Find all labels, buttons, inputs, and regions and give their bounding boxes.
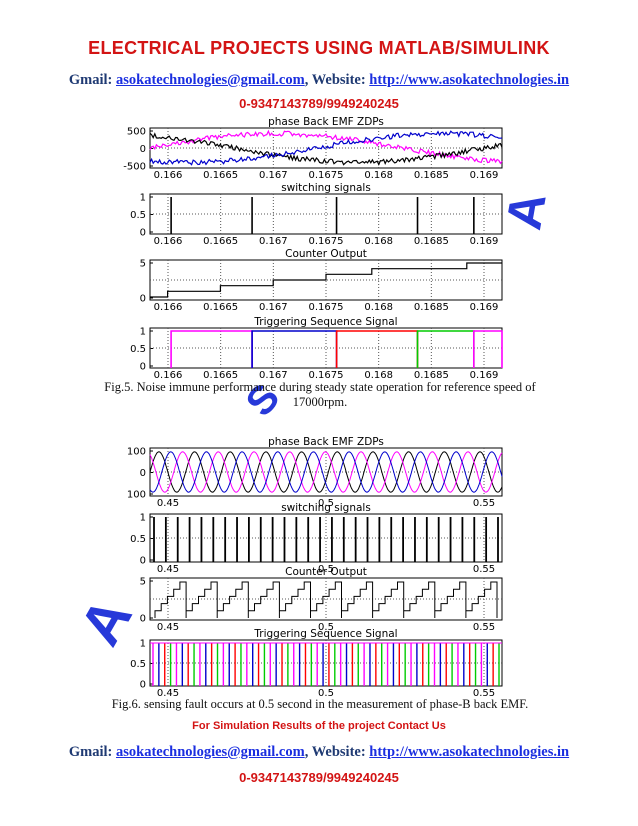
gmail-label: Gmail: [69,744,113,760]
panel-title: switching signals [281,502,371,514]
x-tick-label: 0.55 [473,498,495,509]
gmail-label: Gmail: [69,72,113,88]
x-tick-label: 0.167 [259,302,288,313]
x-tick-label: 0.45 [157,564,179,575]
x-tick-label: 0.169 [470,236,499,247]
figure6-plot: phase Back EMF ZDPs10001000.450.50.55swi… [100,430,520,698]
y-tick-label: -500 [123,162,146,173]
x-tick-label: 0.1665 [203,170,238,181]
x-tick-label: 0.168 [364,170,393,181]
header-contact: Gmail: asokatechnologies@gmail.com, Webs… [0,72,638,89]
website-link[interactable]: http://www.asokatechnologies.in [369,72,569,88]
y-tick-label: 0.5 [130,210,146,221]
x-tick-label: 0.168 [364,236,393,247]
y-tick-label: 0 [140,614,146,625]
website-link[interactable]: http://www.asokatechnologies.in [369,744,569,760]
y-tick-label: 100 [127,447,146,458]
y-tick-label: 0.5 [130,534,146,545]
figure5-caption: Fig.5. Noise immune performance during s… [90,380,550,410]
y-tick-label: 5 [140,259,146,270]
y-tick-label: 0 [140,556,146,567]
header-phone: 0-9347143789/9949240245 [0,96,638,111]
y-tick-label: 0 [140,228,146,239]
panel-title: phase Back EMF ZDPs [268,436,384,448]
x-tick-label: 0.55 [473,564,495,575]
figure5-plot: phase Back EMF ZDPs5000-5000.1660.16650.… [100,110,520,385]
x-tick-label: 0.169 [470,302,499,313]
x-tick-label: 0.45 [157,622,179,633]
y-tick-label: 100 [127,490,146,501]
y-tick-label: 500 [127,127,146,138]
y-tick-label: 0.5 [130,344,146,355]
contact-cta: For Simulation Results of the project Co… [0,720,638,732]
y-tick-label: 1 [140,193,146,204]
x-tick-label: 0.166 [154,302,183,313]
panel-title: Counter Output [285,566,367,578]
footer-phone: 0-9347143789/9949240245 [0,770,638,785]
x-tick-label: 0.1675 [309,170,344,181]
page-title: ELECTRICAL PROJECTS USING MATLAB/SIMULIN… [0,38,638,59]
x-tick-label: 0.1665 [203,302,238,313]
panel-title: Counter Output [285,248,367,260]
x-tick-label: 0.167 [259,170,288,181]
x-tick-label: 0.169 [470,170,499,181]
y-tick-label: 0 [140,294,146,305]
y-tick-label: 1 [140,327,146,338]
y-tick-label: 0 [140,468,146,479]
x-tick-label: 0.1685 [414,302,449,313]
email-link[interactable]: asokatechnologies@gmail.com [116,72,305,88]
y-tick-label: 0 [140,362,146,373]
panel-title: switching signals [281,182,371,194]
x-tick-label: 0.55 [473,622,495,633]
website-label: , Website: [305,744,366,760]
y-tick-label: 5 [140,577,146,588]
x-tick-label: 0.167 [259,236,288,247]
y-tick-label: 0 [140,144,146,155]
x-tick-label: 0.168 [364,302,393,313]
panel-title: phase Back EMF ZDPs [268,116,384,128]
y-tick-label: 0.5 [130,659,146,670]
x-tick-label: 0.1675 [309,302,344,313]
x-tick-label: 0.1685 [414,236,449,247]
x-tick-label: 0.45 [157,498,179,509]
email-link[interactable]: asokatechnologies@gmail.com [116,744,305,760]
figure6-caption: Fig.6. sensing fault occurs at 0.5 secon… [100,697,540,712]
x-tick-label: 0.1685 [414,170,449,181]
y-tick-label: 0 [140,680,146,691]
website-label: , Website: [305,72,366,88]
x-tick-label: 0.166 [154,170,183,181]
footer-contact: Gmail: asokatechnologies@gmail.com, Webs… [0,744,638,761]
x-tick-label: 0.166 [154,236,183,247]
x-tick-label: 0.1665 [203,236,238,247]
y-tick-label: 1 [140,639,146,650]
y-tick-label: 1 [140,513,146,524]
panel-title: Triggering Sequence Signal [253,628,397,640]
panel-title: Triggering Sequence Signal [253,316,397,328]
x-tick-label: 0.1675 [309,236,344,247]
